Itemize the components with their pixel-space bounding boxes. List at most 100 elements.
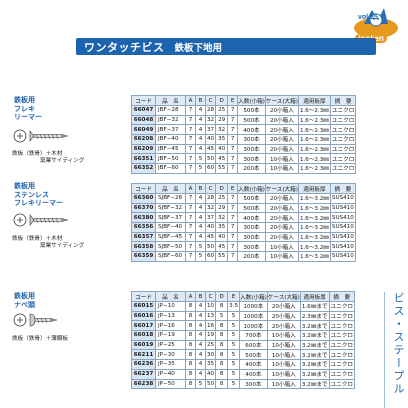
column-header: C (204, 183, 217, 194)
column-header: B (195, 291, 206, 302)
table-cell: 7 (185, 163, 196, 174)
table-cell: 10小箱入 (264, 163, 299, 174)
table-cell: ユニクロ (328, 339, 355, 351)
product-code-cell: 66370 (131, 202, 156, 214)
table-cell: JBF−28 (155, 105, 186, 116)
table-cell: 19 (204, 330, 217, 341)
section-1-note: 鉄板（鉄骨）＋木材 窯業サイディング (12, 151, 84, 165)
table-cell: SUS410 (329, 212, 356, 224)
product-code-cell: 66236 (131, 359, 156, 370)
table-cell: 20小箱入 (264, 202, 299, 214)
table-cell: 10小箱入 (266, 368, 301, 380)
product-code-cell: 66358 (131, 241, 156, 253)
table-cell: 8 (185, 320, 196, 332)
table-cell: 1000本 (239, 301, 268, 312)
table-cell: 5 (227, 359, 241, 370)
table-cell: 300本 (237, 143, 266, 155)
table-cell: 8 (215, 359, 229, 370)
table-cell: SUS410 (329, 231, 356, 243)
table-cell: 10小箱入 (264, 251, 299, 262)
table-cell: 7 (227, 193, 239, 204)
table-cell: ユニクロ (328, 301, 355, 312)
table-cell: 50 (204, 153, 217, 165)
table-cell: 4 (195, 114, 206, 126)
table-cell: JBF−45 (155, 143, 186, 155)
table-cell: SJBF−37 (155, 212, 186, 224)
table-cell: 20小箱入 (264, 212, 299, 224)
column-header: 品 名 (155, 95, 186, 106)
title-bar: ワンタッチビス 鉄板下地用 (76, 38, 376, 55)
column-header: コード (131, 95, 156, 106)
product-code-cell: 66380 (131, 212, 156, 224)
table-cell: 8 (185, 378, 196, 390)
column-header: 品 名 (155, 291, 186, 302)
table-cell: JP−40 (155, 368, 186, 380)
table-cell: 8 (215, 320, 229, 332)
column-header: ケース(大箱) (264, 183, 299, 194)
table-cell: 5 (195, 153, 206, 165)
table-cell: 4 (195, 105, 206, 116)
table-cell: 1.6〜3.2㎜ (297, 231, 331, 243)
table-cell: 7 (185, 222, 196, 233)
table-cell: 3.2㎜まで (299, 320, 330, 332)
table-cell: 40 (215, 143, 229, 155)
table-cell: SJBF−32 (155, 202, 186, 214)
column-header: C (204, 291, 217, 302)
table-cell: 28 (204, 193, 217, 204)
column-header: A (185, 183, 196, 194)
section-1-label-line: フレキ (14, 104, 35, 113)
table-cell: JBF−60 (155, 163, 186, 174)
table-cell: 7 (185, 231, 196, 243)
table-cell: 8 (215, 378, 229, 390)
product-code-cell: 66360 (131, 193, 156, 204)
table-cell: 4 (195, 310, 206, 322)
table-cell: 400本 (237, 124, 266, 136)
table-cell: 7 (227, 212, 239, 224)
page-title: ワンタッチビス (84, 40, 165, 54)
table-cell: 4 (195, 222, 206, 233)
table-cell: 7 (227, 105, 239, 116)
table-cell: 7 (227, 202, 239, 214)
table-cell: ユニクロ (329, 163, 357, 174)
table-cell: 20小箱入 (264, 114, 299, 126)
table-cell: 7 (227, 251, 239, 262)
table-cell: 5 (227, 310, 241, 322)
column-header: 摘 要 (329, 183, 356, 194)
section-3-label-line: 鉄板用 (14, 292, 35, 300)
table-cell: 500本 (237, 202, 266, 214)
table-cell: 13 (204, 310, 217, 322)
column-header: 摘 要 (329, 95, 357, 106)
table-cell: 25 (204, 339, 217, 351)
table-cell: 7 (185, 143, 196, 155)
table-cell: 45 (204, 143, 217, 155)
table-cell: 1.6㎜まで (299, 301, 330, 312)
table-cell: 40 (215, 231, 229, 243)
table-cell: 4 (195, 143, 206, 155)
column-header: A (185, 95, 196, 106)
table-cell: 300本 (239, 378, 268, 390)
table-cell: 7 (227, 134, 239, 145)
column-header: D (215, 183, 229, 194)
table-cell: 8 (185, 339, 196, 351)
table-cell: 5 (195, 378, 206, 390)
table-cell: 300本 (237, 222, 266, 233)
table-cell: 200本 (237, 163, 266, 174)
table-cell: 7 (185, 202, 196, 214)
product-code-cell: 66352 (131, 163, 156, 174)
table-cell: 7 (227, 163, 239, 174)
table-cell: ユニクロ (328, 349, 355, 361)
product-code-cell: 66351 (131, 153, 156, 165)
table-cell: 20小箱入 (264, 124, 299, 136)
table-cell: 4 (195, 202, 206, 214)
table-cell: 4 (195, 320, 206, 332)
table-cell: 1.6〜2.3㎜ (297, 114, 331, 126)
